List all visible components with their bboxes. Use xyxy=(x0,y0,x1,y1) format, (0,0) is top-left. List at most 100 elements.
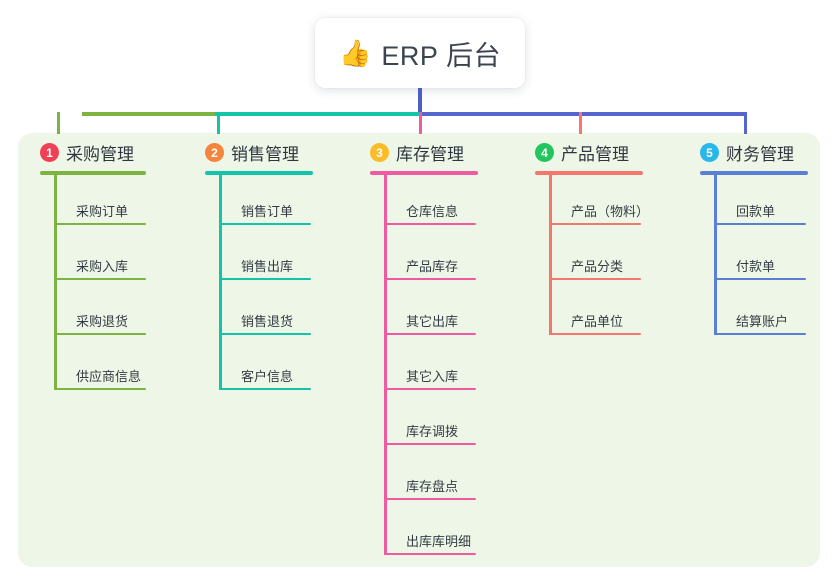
root-node-erp-backend[interactable]: 👍 ERP 后台 xyxy=(315,18,525,88)
leaf-item-label: 库存调拨 xyxy=(406,424,459,439)
leaf-item-label: 其它出库 xyxy=(406,314,459,329)
leaf-item-label: 出库库明细 xyxy=(406,534,472,549)
leaf-item[interactable]: 销售订单 xyxy=(219,186,311,225)
branch-title-3: 库存管理 xyxy=(396,145,464,164)
branch-number-badge-5: 5 xyxy=(700,143,719,162)
leaf-item-underline xyxy=(714,333,806,335)
thumbs-up-icon: 👍 xyxy=(339,38,372,68)
branch-number-badge-1: 1 xyxy=(40,143,59,162)
leaf-item-label: 销售订单 xyxy=(241,204,294,219)
branch-underline-1 xyxy=(40,171,146,175)
leaf-item-label: 销售出库 xyxy=(241,259,294,274)
leaf-item-underline xyxy=(384,498,476,500)
drop-line-4 xyxy=(579,112,582,134)
leaf-item[interactable]: 付款单 xyxy=(714,241,806,280)
branch-column-1: 1 采购管理采购订单采购入库采购退货供应商信息 xyxy=(40,140,206,406)
branch-number-badge-3: 3 xyxy=(370,143,389,162)
branch-title-2: 销售管理 xyxy=(231,145,299,164)
branch-title-4: 产品管理 xyxy=(561,145,629,164)
leaf-item-underline xyxy=(549,278,641,280)
leaf-item-label: 产品单位 xyxy=(571,314,624,329)
leaf-item-label: 采购订单 xyxy=(76,204,129,219)
branch-spine-3 xyxy=(384,171,387,555)
leaf-item-label: 库存盘点 xyxy=(406,479,459,494)
leaf-item-underline xyxy=(54,333,146,335)
leaf-item-underline xyxy=(384,388,476,390)
stem-line xyxy=(418,88,422,116)
leaf-item[interactable]: 销售退货 xyxy=(219,296,311,335)
branch-title-1: 采购管理 xyxy=(66,145,134,164)
branch-header-5[interactable]: 5 财务管理 xyxy=(700,140,794,165)
branch-column-2: 2 销售管理销售订单销售出库销售退货客户信息 xyxy=(205,140,373,406)
branch-underline-2 xyxy=(205,171,313,175)
leaf-item-underline xyxy=(219,223,311,225)
leaf-item-label: 回款单 xyxy=(736,204,776,219)
leaf-item-underline xyxy=(54,388,146,390)
leaf-item-underline xyxy=(219,278,311,280)
leaf-item-label: 采购入库 xyxy=(76,259,129,274)
content-panel xyxy=(18,133,820,567)
branch-header-1[interactable]: 1 采购管理 xyxy=(40,140,134,165)
drop-line-3 xyxy=(419,112,422,134)
leaf-item-underline xyxy=(549,223,641,225)
branch-underline-5 xyxy=(700,171,808,175)
leaf-item-underline xyxy=(549,333,641,335)
leaf-item-underline xyxy=(54,223,146,225)
leaf-item-underline xyxy=(714,278,806,280)
leaf-item[interactable]: 客户信息 xyxy=(219,351,311,390)
branch-header-3[interactable]: 3 库存管理 xyxy=(370,140,464,165)
leaf-item-label: 销售退货 xyxy=(241,314,294,329)
leaf-item[interactable]: 产品（物料） xyxy=(549,186,649,225)
leaf-item[interactable]: 产品分类 xyxy=(549,241,641,280)
leaf-item[interactable]: 其它出库 xyxy=(384,296,476,335)
branch-column-5: 5 财务管理回款单付款单结算账户 xyxy=(700,140,839,351)
leaf-item-label: 客户信息 xyxy=(241,369,294,384)
leaf-item-underline xyxy=(219,333,311,335)
leaf-item[interactable]: 出库库明细 xyxy=(384,516,476,555)
leaf-item-label: 付款单 xyxy=(736,259,776,274)
branch-spine-5 xyxy=(714,171,717,335)
bus-segment-teal xyxy=(215,112,420,116)
leaf-item[interactable]: 其它入库 xyxy=(384,351,476,390)
branch-spine-2 xyxy=(219,171,222,390)
leaf-item[interactable]: 产品单位 xyxy=(549,296,641,335)
leaf-item-underline xyxy=(54,278,146,280)
leaf-item[interactable]: 结算账户 xyxy=(714,296,806,335)
branch-spine-1 xyxy=(54,171,57,390)
leaf-item-label: 结算账户 xyxy=(736,314,789,329)
leaf-item-label: 采购退货 xyxy=(76,314,129,329)
leaf-item[interactable]: 采购入库 xyxy=(54,241,146,280)
leaf-item[interactable]: 销售出库 xyxy=(219,241,311,280)
branch-title-5: 财务管理 xyxy=(726,145,794,164)
leaf-item-underline xyxy=(384,333,476,335)
leaf-item-underline xyxy=(219,388,311,390)
bus-segment-green xyxy=(82,112,215,116)
branch-underline-3 xyxy=(370,171,478,175)
leaf-item[interactable]: 采购订单 xyxy=(54,186,146,225)
leaf-item-label: 供应商信息 xyxy=(76,369,142,384)
branch-number-badge-2: 2 xyxy=(205,143,224,162)
leaf-item-underline xyxy=(384,278,476,280)
branch-underline-4 xyxy=(535,171,643,175)
leaf-item-label: 仓库信息 xyxy=(406,204,459,219)
leaf-item-underline xyxy=(384,223,476,225)
leaf-item[interactable]: 仓库信息 xyxy=(384,186,476,225)
leaf-item[interactable]: 库存调拨 xyxy=(384,406,476,445)
leaf-item[interactable]: 库存盘点 xyxy=(384,461,476,500)
branch-spine-4 xyxy=(549,171,552,335)
leaf-item-label: 产品（物料） xyxy=(571,204,650,219)
leaf-item-underline xyxy=(384,553,476,555)
leaf-item[interactable]: 产品库存 xyxy=(384,241,476,280)
branch-column-3: 3 库存管理仓库信息产品库存其它出库其它入库库存调拨库存盘点出库库明细 xyxy=(370,140,538,571)
leaf-item[interactable]: 采购退货 xyxy=(54,296,146,335)
leaf-item-label: 产品分类 xyxy=(571,259,624,274)
drop-line-1 xyxy=(57,112,60,134)
leaf-item[interactable]: 回款单 xyxy=(714,186,806,225)
leaf-item[interactable]: 供应商信息 xyxy=(54,351,146,390)
branch-header-2[interactable]: 2 销售管理 xyxy=(205,140,299,165)
drop-line-2 xyxy=(217,112,220,134)
root-node-label: ERP 后台 xyxy=(381,40,501,71)
